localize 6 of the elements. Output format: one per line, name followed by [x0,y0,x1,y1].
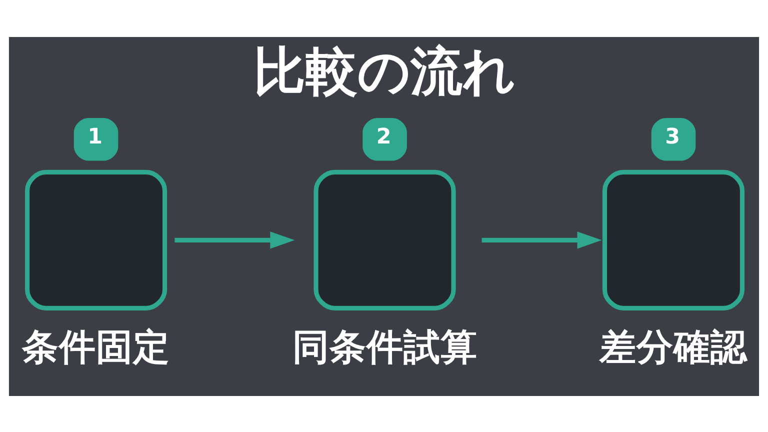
node-label: 同条件試算 [292,325,478,368]
node-label: 差分確認 [599,325,748,368]
arrow [482,231,602,248]
arrow [174,231,295,248]
node-label: 条件固定 [22,325,170,368]
diagram-title: 比較の流れ [253,42,516,102]
